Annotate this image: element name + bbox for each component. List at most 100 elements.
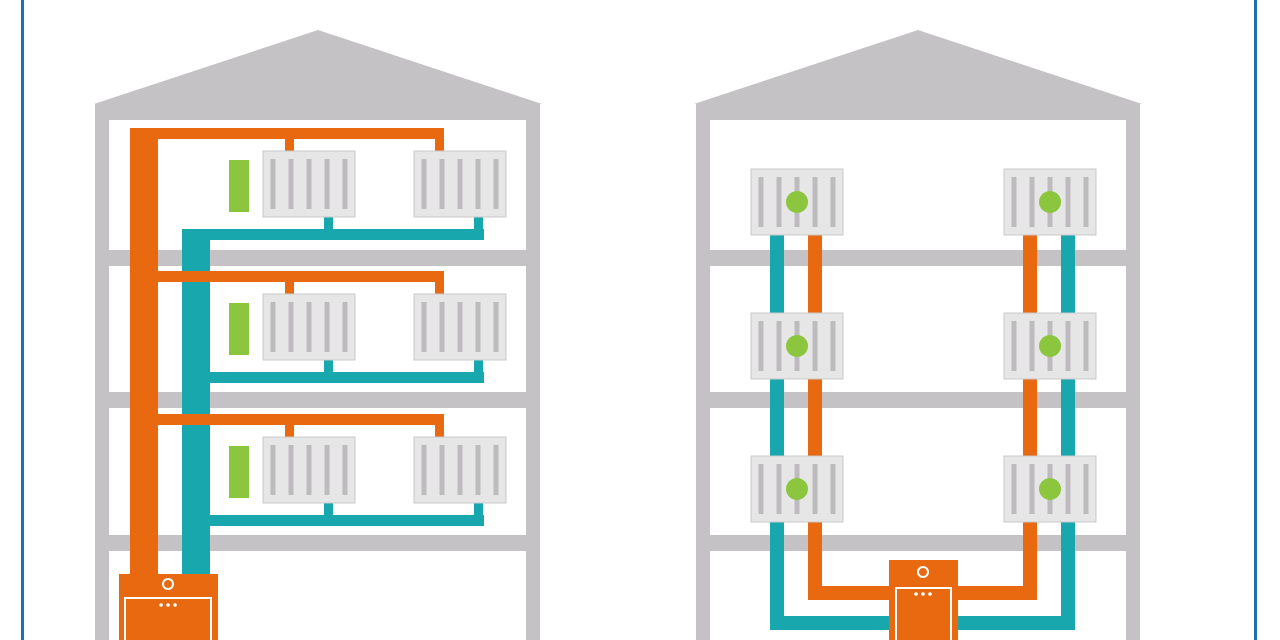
left-supply-drop-3a xyxy=(285,414,294,440)
radiator-fin xyxy=(830,321,836,371)
boiler-icon xyxy=(889,560,958,640)
radiator-fin xyxy=(324,159,330,209)
radiator-fin xyxy=(270,445,276,495)
left-return-drop-1b xyxy=(474,214,483,234)
left-supply-drop-2b xyxy=(435,271,444,297)
left-wall-right xyxy=(526,104,540,640)
radiator-fin xyxy=(1011,464,1017,514)
radiator-icon xyxy=(1003,455,1097,523)
right-building xyxy=(694,30,1142,640)
radiator-fin xyxy=(475,445,481,495)
radiator-fin xyxy=(457,302,463,352)
radiator-fin xyxy=(475,302,481,352)
radiator-fin xyxy=(1065,464,1071,514)
boiler-icon xyxy=(119,574,218,640)
radiator-fin xyxy=(270,302,276,352)
right-wall-right xyxy=(1126,104,1140,640)
radiator-icon xyxy=(262,150,356,218)
radiator-icon xyxy=(413,436,507,504)
right-supply-left-riser xyxy=(808,232,822,600)
radiator-fin xyxy=(270,159,276,209)
right-supply-right-riser xyxy=(1023,232,1037,600)
boiler-door xyxy=(124,597,212,640)
left-return-drop-3b xyxy=(474,500,483,520)
frame xyxy=(21,0,1257,640)
radiator-icon xyxy=(413,293,507,361)
left-return-branch-1 xyxy=(182,229,484,240)
radiator-fin xyxy=(1065,321,1071,371)
radiator-fin xyxy=(288,302,294,352)
valve-icon xyxy=(786,191,808,213)
radiator-fin xyxy=(439,302,445,352)
left-building xyxy=(94,30,542,640)
radiator-fin xyxy=(1011,321,1017,371)
valve-icon xyxy=(786,478,808,500)
left-floor-slab-3 xyxy=(95,535,540,551)
left-supply-pipes xyxy=(130,128,444,580)
radiator-fin xyxy=(1029,321,1035,371)
left-return-branch-3 xyxy=(196,515,484,526)
radiator-fin xyxy=(288,445,294,495)
radiator-fin xyxy=(1065,177,1071,227)
radiator-fin xyxy=(457,445,463,495)
left-supply-drop-3b xyxy=(435,414,444,440)
radiator-fin xyxy=(306,159,312,209)
radiator-icon xyxy=(413,150,507,218)
valve-icon xyxy=(1039,335,1061,357)
left-return-drop-2b xyxy=(474,357,483,377)
right-radiators xyxy=(750,168,1097,523)
radiator-fin xyxy=(776,464,782,514)
radiator-fin xyxy=(421,445,427,495)
radiator-fin xyxy=(421,302,427,352)
radiator-fin xyxy=(306,445,312,495)
left-floor-slab-2 xyxy=(95,392,540,408)
radiator-fin xyxy=(758,321,764,371)
radiator-fin xyxy=(306,302,312,352)
right-return-bottom-right xyxy=(955,616,1075,630)
radiator-icon xyxy=(1003,312,1097,380)
thermostat-icon xyxy=(229,160,249,212)
radiator-icon xyxy=(750,168,844,236)
radiator-fin xyxy=(342,445,348,495)
radiator-fin xyxy=(475,159,481,209)
radiator-fin xyxy=(493,302,499,352)
radiator-fin xyxy=(830,464,836,514)
valve-icon xyxy=(1039,478,1061,500)
frame-left-border xyxy=(21,0,24,640)
left-return-branch-2 xyxy=(196,372,484,383)
left-roof xyxy=(94,30,542,104)
radiator-fin xyxy=(324,445,330,495)
right-return-left-riser xyxy=(770,232,784,630)
right-attic-floor xyxy=(696,104,1140,120)
boiler-dot xyxy=(159,603,163,607)
radiator-fin xyxy=(493,159,499,209)
radiator-fin xyxy=(812,464,818,514)
radiator-fin xyxy=(421,159,427,209)
valve-icon xyxy=(1039,191,1061,213)
left-return-drop-1a xyxy=(324,214,333,234)
radiator-fin xyxy=(342,302,348,352)
radiator-fin xyxy=(1083,464,1089,514)
left-supply-riser xyxy=(130,128,158,580)
radiator-fin xyxy=(493,445,499,495)
right-boiler xyxy=(889,560,958,640)
valve-icon xyxy=(786,335,808,357)
boiler-dot xyxy=(928,592,932,596)
left-boiler xyxy=(119,574,218,640)
left-return-drop-3a xyxy=(324,500,333,520)
left-radiators xyxy=(262,150,507,504)
radiator-fin xyxy=(758,177,764,227)
radiator-fin xyxy=(1011,177,1017,227)
radiator-icon xyxy=(750,312,844,380)
boiler-gauge xyxy=(162,578,174,590)
left-wall-left xyxy=(95,104,109,640)
boiler-door xyxy=(895,587,952,640)
boiler-dot xyxy=(173,603,177,607)
radiator-fin xyxy=(776,321,782,371)
thermostat-icon xyxy=(229,303,249,355)
right-supply-bottom-right xyxy=(955,586,1037,600)
right-return-right-riser xyxy=(1061,232,1075,630)
radiator-fin xyxy=(342,159,348,209)
radiator-fin xyxy=(439,445,445,495)
